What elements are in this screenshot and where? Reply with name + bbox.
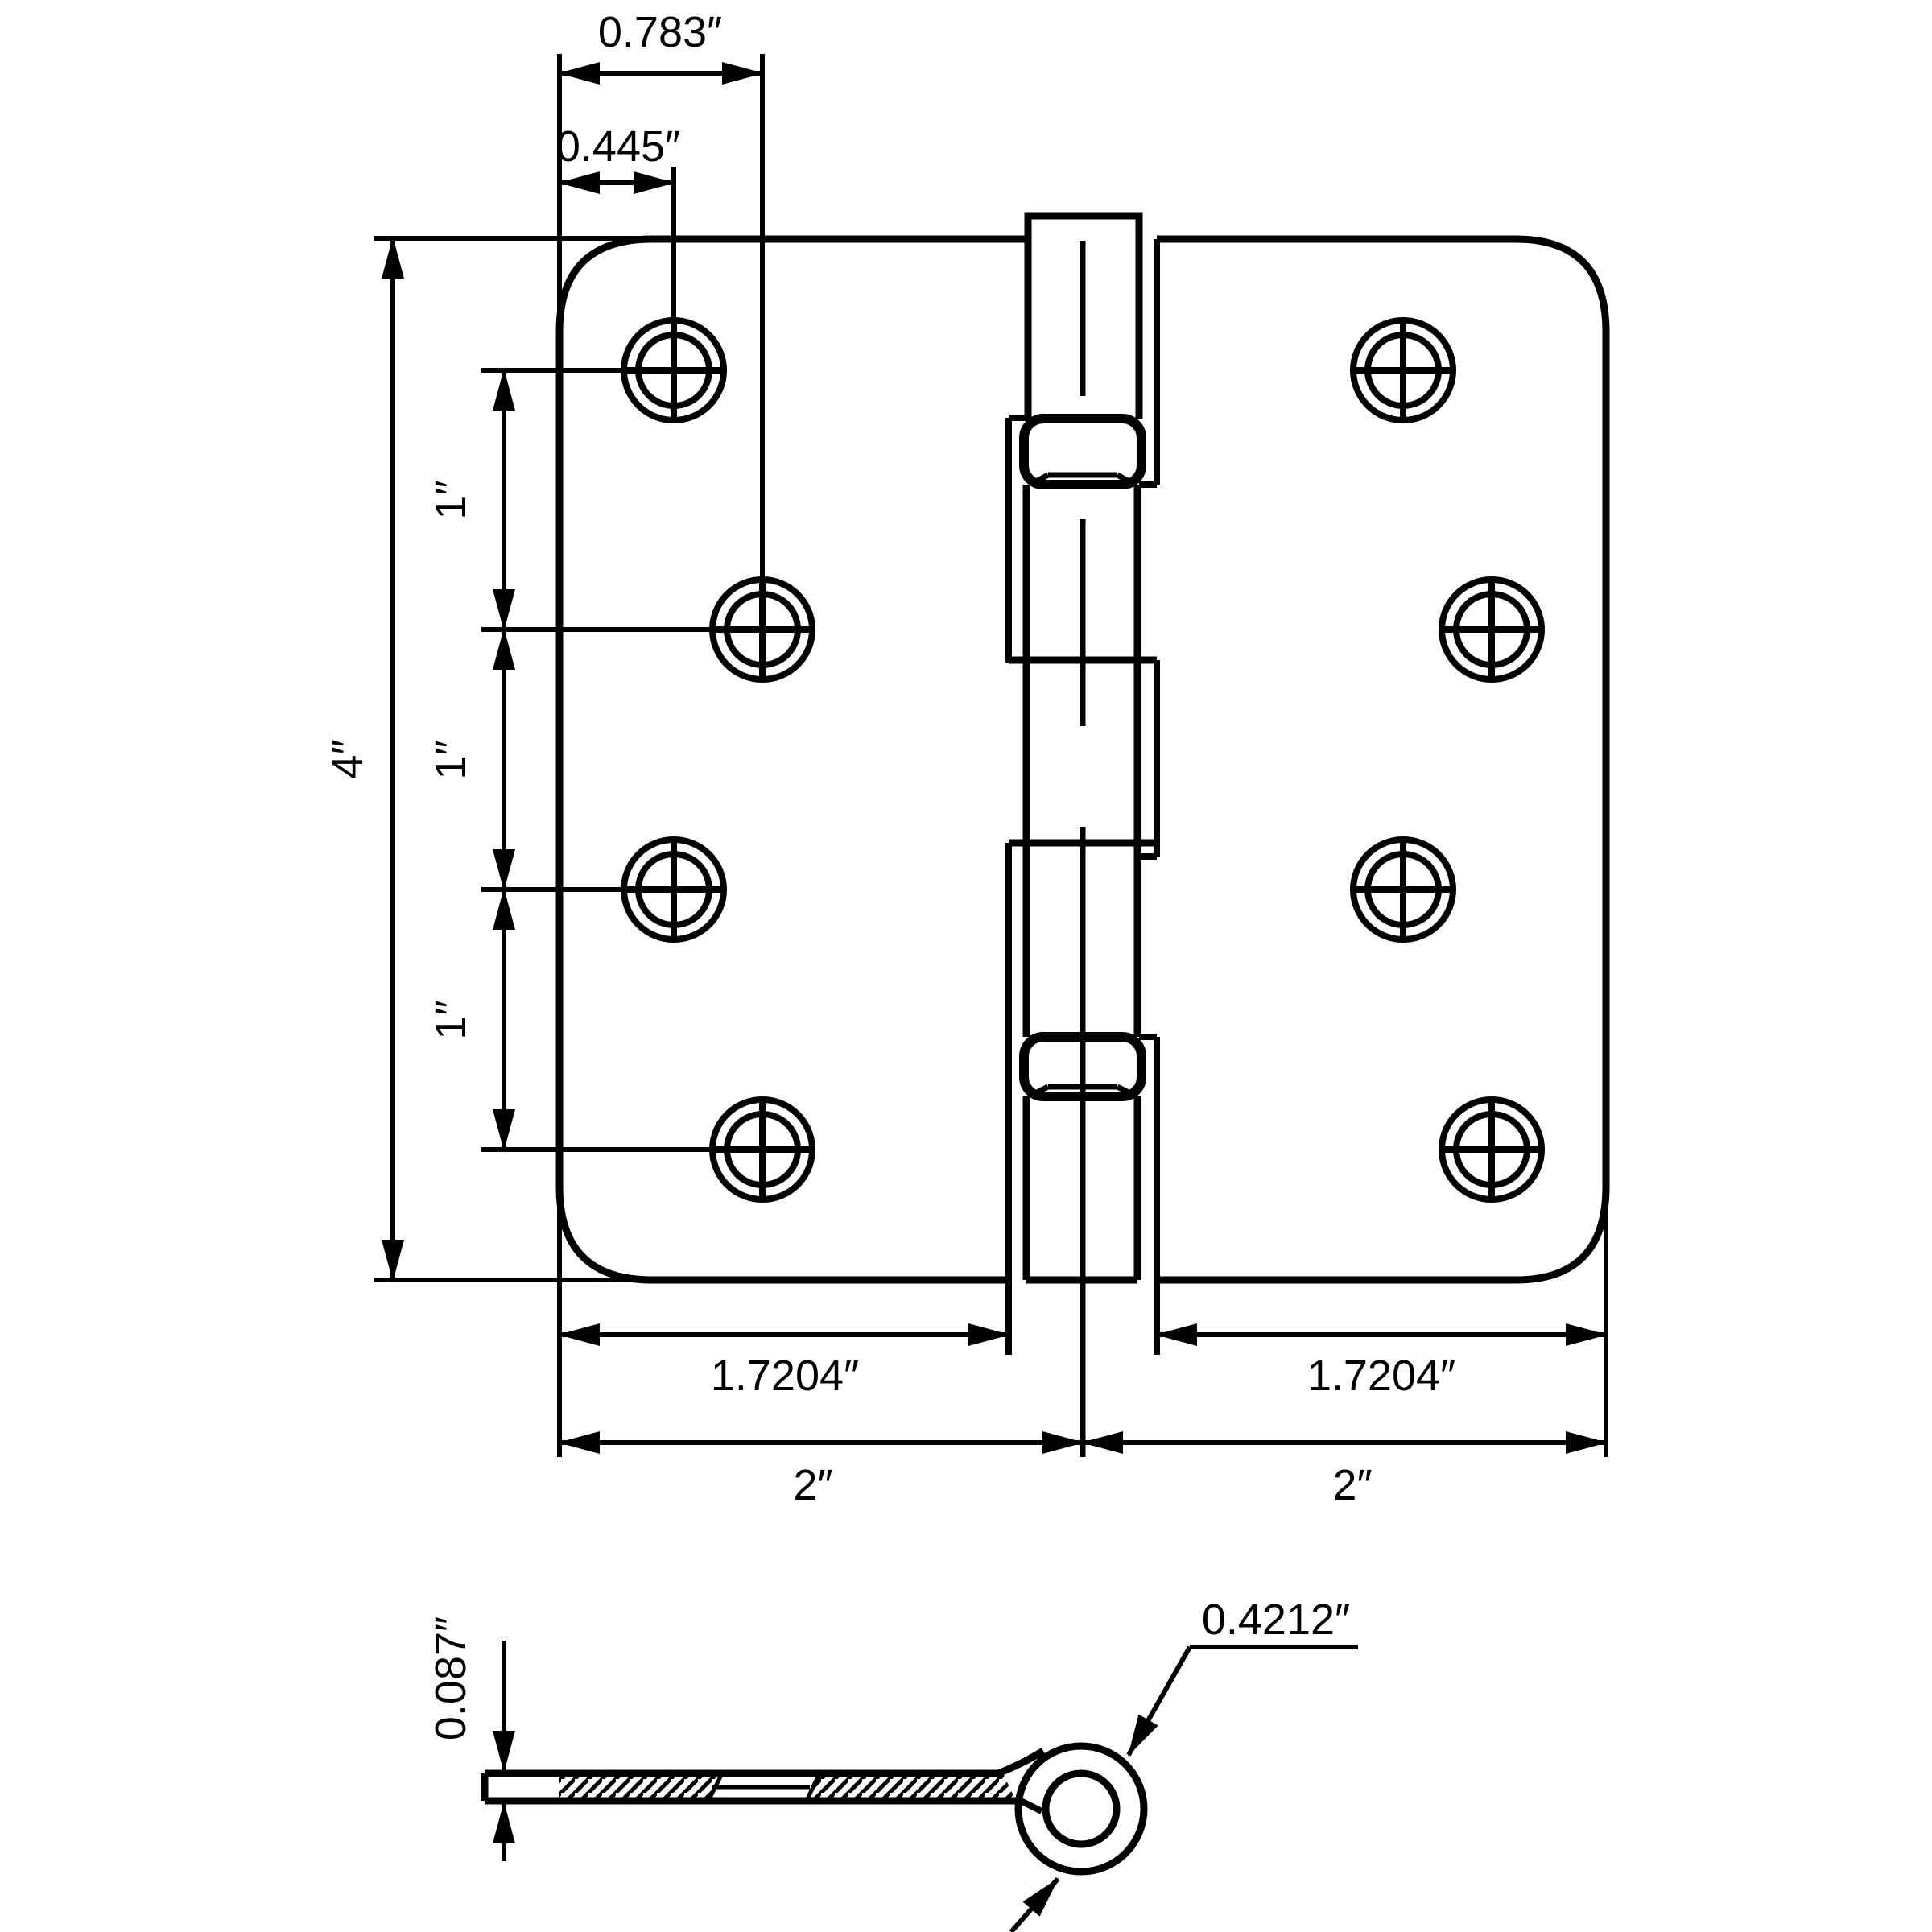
leaf-cutout-edges xyxy=(1005,239,1160,1355)
screw-hole-left-3 xyxy=(621,836,727,943)
dim-label-curl: 0.4212″ xyxy=(1202,1596,1350,1644)
bearing-top xyxy=(1019,414,1146,489)
hatch-region-1 xyxy=(559,1773,722,1801)
barrel-top-cap xyxy=(1024,212,1143,239)
dim-screw-span-right: 1.7204″ xyxy=(1155,1323,1608,1400)
dim-thickness: 0.087″ xyxy=(427,1616,515,1861)
curl-notch xyxy=(1019,1798,1043,1814)
dim-label-spacing-2: 1″ xyxy=(427,740,475,779)
dim-hole-spacing-chain: 1″ 1″ 1″ xyxy=(427,369,515,1151)
curl-outer-circle xyxy=(1014,1742,1148,1876)
right-leaf-outline xyxy=(1157,235,1610,1284)
leaf-cross-section xyxy=(481,1748,1046,1814)
screw-hole-left-4 xyxy=(709,1096,815,1203)
screw-hole-left-1 xyxy=(621,317,727,423)
screw-hole-right-4 xyxy=(1439,1096,1545,1203)
dim-height: 4″ xyxy=(324,237,404,1282)
dim-screw-span-left: 1.7204″ xyxy=(558,1323,1010,1400)
hinge-barrel xyxy=(1009,212,1157,1284)
knuckle-curl xyxy=(1014,1742,1148,1876)
dim-label-thickness: 0.087″ xyxy=(427,1616,475,1740)
screw-hole-left-2 xyxy=(709,576,815,683)
screw-hole-right-3 xyxy=(1350,836,1456,943)
dim-leaf-left: 2″ xyxy=(558,1431,1084,1509)
curl-bottom-leader xyxy=(1009,1877,1060,1932)
left-leaf-outline xyxy=(555,235,1028,1284)
dim-top-outer: 0.783″ xyxy=(558,8,764,85)
dim-label-top-outer: 0.783″ xyxy=(598,8,722,56)
dim-label-leaf-right: 2″ xyxy=(1332,1461,1372,1509)
dim-leaf-right: 2″ xyxy=(1081,1431,1608,1509)
dim-top-inner: 0.445″ xyxy=(556,122,680,194)
dim-label-spacing-3: 1″ xyxy=(427,1000,475,1039)
dim-label-leaf-left: 2″ xyxy=(793,1461,832,1509)
dim-curl-diameter: 0.4212″ xyxy=(1126,1596,1358,1757)
dim-label-screw-span-left: 1.7204″ xyxy=(711,1352,859,1400)
bearing-top-chamfer xyxy=(1030,472,1135,487)
dim-label-spacing-1: 1″ xyxy=(427,480,475,519)
extension-lines xyxy=(374,54,1608,1457)
screw-hole-right-1 xyxy=(1350,317,1456,423)
hatch-region-2 xyxy=(807,1773,1016,1801)
curl-inner-circle xyxy=(1042,1769,1121,1848)
side-view: 0.087″ 0.4212″ xyxy=(427,1596,1358,1932)
dim-label-height: 4″ xyxy=(324,739,372,778)
hatch-boundaries xyxy=(706,1772,822,1802)
dim-label-top-inner: 0.445″ xyxy=(556,122,680,171)
dim-label-screw-span-right: 1.7204″ xyxy=(1307,1352,1455,1400)
top-view: 0.783″ 0.445″ 4″ 1″ 1″ 1″ 1.7204″ 1 xyxy=(324,8,1610,1509)
screw-hole-right-2 xyxy=(1439,576,1545,683)
